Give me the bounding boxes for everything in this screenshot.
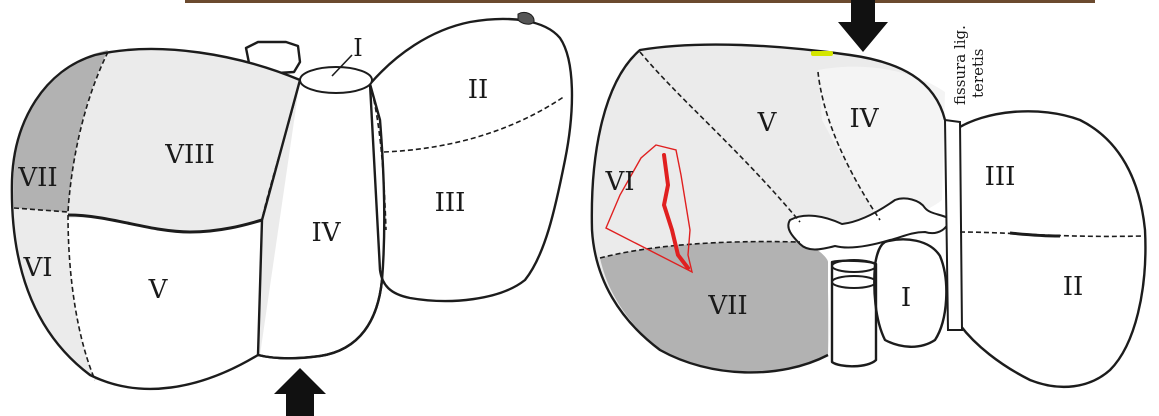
anterior-left-lobe [370, 19, 572, 301]
inferior-ivc-ring-2 [832, 276, 876, 288]
inferior-label-vii: VII [707, 291, 747, 321]
inferior-view: I II III IV V VI VII fissura lig. tereti… [592, 0, 1146, 387]
anterior-label-i: I [353, 34, 362, 62]
top-strip [185, 0, 1095, 3]
arrow-down-icon [838, 0, 888, 52]
anterior-label-viii: VIII [164, 140, 215, 170]
fissura-annotation-line2: teretis [969, 49, 987, 98]
inferior-label-v: V [757, 108, 778, 138]
anterior-label-vi: VI [22, 253, 52, 283]
anterior-left-knob [518, 12, 534, 24]
inferior-label-iv: IV [849, 104, 879, 134]
inferior-ligament-connector [945, 120, 962, 330]
inferior-divider-ii-iii-thick [1010, 233, 1060, 236]
inferior-label-vi: VI [604, 167, 634, 197]
inferior-label-iii: III [985, 162, 1016, 192]
anterior-label-ii: II [468, 75, 489, 105]
inferior-label-ii: II [1063, 272, 1084, 302]
inferior-left-lobe [955, 111, 1145, 387]
anterior-view: I II III IV V VI VII VIII [12, 12, 572, 416]
anterior-label-iv: IV [311, 218, 341, 248]
anterior-label-v: V [148, 275, 169, 305]
inferior-yellow-highlight [811, 51, 833, 56]
fissura-annotation-line1: fissura lig. [951, 25, 969, 105]
inferior-label-i: I [901, 283, 911, 313]
anterior-label-iii: III [435, 188, 466, 218]
anterior-label-vii: VII [17, 163, 57, 193]
arrow-up-icon [274, 368, 326, 416]
